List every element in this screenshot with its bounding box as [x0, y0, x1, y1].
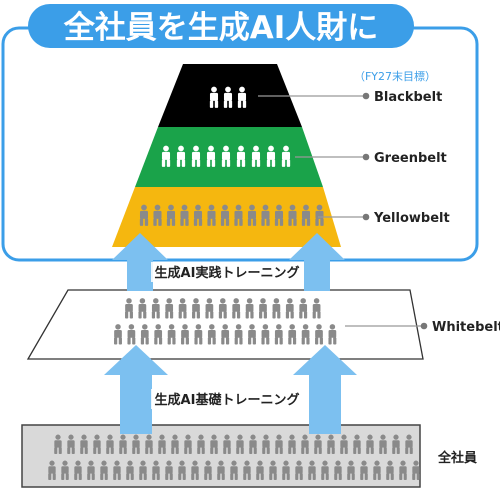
practice-training-label: 生成AI実践トレーニング — [155, 265, 300, 281]
blackbelt-label: Blackbelt — [374, 90, 442, 105]
blackbelt-dot — [362, 92, 370, 100]
target-note: （FY27末目標） — [354, 69, 436, 83]
greenbelt-dot — [362, 153, 370, 161]
arrow-basic-right — [293, 345, 357, 434]
basic-label-bg — [151, 389, 303, 409]
whitebelt-label: Whitebelt — [432, 320, 500, 335]
arrow-basic-left — [104, 345, 168, 434]
greenbelt-label: Greenbelt — [374, 151, 447, 166]
all-employees-label: 全社員 — [437, 450, 477, 466]
arrow-practice-right — [289, 233, 345, 291]
title-banner — [28, 4, 414, 48]
practice-label-bg — [151, 262, 303, 282]
basic-training-label: 生成AI基礎トレーニング — [155, 392, 300, 408]
page-title: 全社員を生成AI人財に — [63, 10, 379, 46]
arrow-practice-left — [112, 233, 168, 291]
yellowbelt-dot — [362, 213, 370, 221]
whitebelt-dot — [420, 322, 428, 330]
yellowbelt-label: Yellowbelt — [373, 211, 450, 226]
